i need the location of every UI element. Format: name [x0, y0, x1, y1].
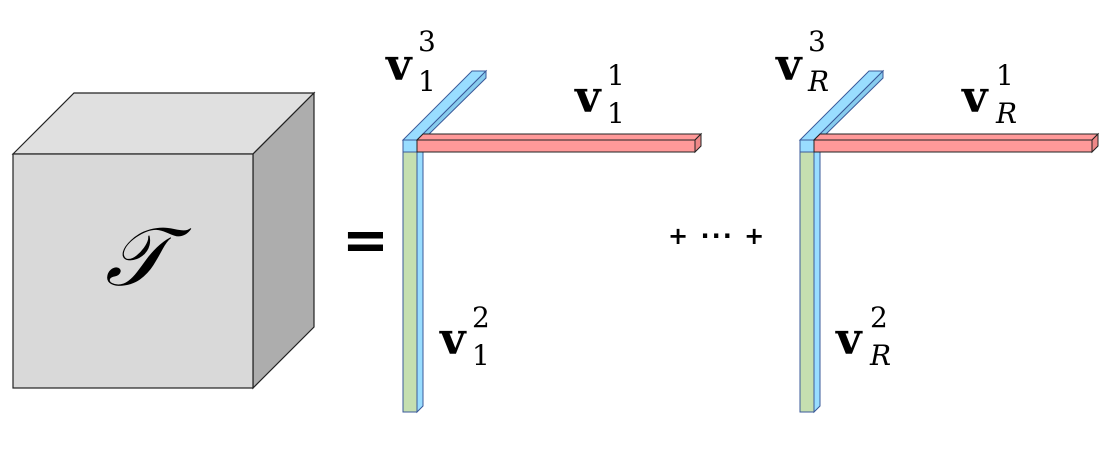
sum-ellipsis: + ··· +	[668, 222, 767, 250]
tensor-cube	[11, 91, 316, 390]
rank-one-component-R	[798, 69, 1100, 414]
corner-cell	[402, 139, 418, 153]
mode1-vector-bar	[416, 139, 696, 153]
mode1-vector-bar-top	[812, 133, 1100, 141]
mode1-vector-bar	[813, 139, 1093, 153]
mode2-vector-bar-side	[813, 144, 821, 414]
mode1-vector-bar-end	[694, 132, 702, 154]
tensor-symbol: 𝒯	[105, 210, 168, 305]
mode2-vector-bar	[799, 151, 815, 413]
mode2-vector-bar	[402, 151, 418, 413]
equals-sign: =	[342, 208, 389, 273]
rank-one-component-1	[401, 69, 703, 414]
mode2-vector-bar-side	[416, 144, 424, 414]
mode3-vector-bar	[401, 70, 488, 141]
cube-front-face	[12, 153, 254, 389]
mode1-vector-bar-top	[415, 133, 703, 141]
corner-cell	[799, 139, 815, 153]
mode1-vector-bar-end	[1091, 132, 1099, 154]
